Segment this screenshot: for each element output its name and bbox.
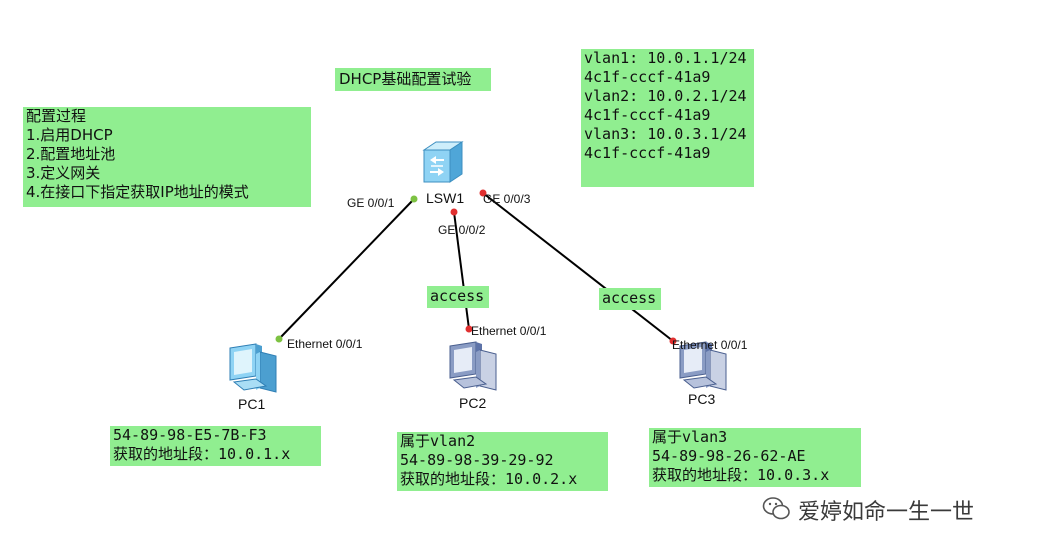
port-marker-pc1-eth	[275, 335, 283, 343]
pc3-icon[interactable]	[676, 340, 730, 392]
step-item: 4.在接口下指定获取IP地址的模式	[26, 183, 249, 201]
vlan-line: 4c1f-cccf-41a9	[584, 144, 711, 162]
step-item: 3.定义网关	[26, 164, 101, 182]
pc3-name: PC3	[688, 391, 716, 407]
link-mode-pc3: access	[599, 288, 661, 310]
vlan-line: vlan1: 10.0.1.1/24	[584, 49, 747, 67]
steps-heading: 配置过程	[26, 107, 87, 125]
link-lsw1-pc3	[482, 192, 674, 342]
pc3-port-label: Ethernet 0/0/1	[672, 338, 748, 352]
pc3-subnet: 获取的地址段：10.0.3.x	[652, 466, 830, 484]
pc1-icon[interactable]	[226, 342, 280, 394]
port-marker-pc2-eth	[465, 325, 473, 333]
switch-icon[interactable]	[422, 140, 464, 186]
port-marker-ge001	[410, 195, 418, 203]
pc3-note: 属于vlan3 54-89-98-26-62-AE 获取的地址段：10.0.3.…	[649, 428, 861, 487]
link-lsw1-pc2	[453, 211, 470, 330]
vlan-line: vlan3: 10.0.3.1/24	[584, 125, 747, 143]
title-text: DHCP基础配置试验	[339, 70, 472, 88]
switch-name: LSW1	[426, 190, 465, 206]
pc1-subnet: 获取的地址段：10.0.1.x	[113, 445, 291, 463]
step-item: 2.配置地址池	[26, 145, 116, 163]
port-label-ge002: GE 0/0/2	[438, 223, 486, 237]
vlan-line: 4c1f-cccf-41a9	[584, 68, 711, 86]
pc1-mac: 54-89-98-E5-7B-F3	[113, 426, 267, 444]
pc2-port-label: Ethernet 0/0/1	[471, 324, 547, 338]
vlan-line: vlan2: 10.0.2.1/24	[584, 87, 747, 105]
link-mode-text: access	[430, 287, 485, 305]
pc3-vlan: 属于vlan3	[652, 428, 728, 446]
pc2-note: 属于vlan2 54-89-98-39-29-92 获取的地址段：10.0.2.…	[397, 432, 608, 491]
steps-note: 配置过程 1.启用DHCP 2.配置地址池 3.定义网关 4.在接口下指定获取I…	[23, 107, 311, 207]
port-label-ge001: GE 0/0/1	[347, 196, 395, 210]
pc2-icon[interactable]	[446, 340, 500, 392]
pc2-name: PC2	[459, 395, 487, 411]
port-marker-ge003	[479, 189, 487, 197]
port-marker-pc3-eth	[669, 337, 677, 345]
vlan-info-note: vlan1: 10.0.1.1/24 4c1f-cccf-41a9 vlan2:…	[581, 49, 754, 187]
watermark-text: 爱婷如命一生一世	[798, 500, 975, 525]
pc1-note: 54-89-98-E5-7B-F3 获取的地址段：10.0.1.x	[110, 426, 321, 466]
pc1-name: PC1	[238, 396, 266, 412]
port-marker-ge002	[450, 208, 458, 216]
pc2-vlan: 属于vlan2	[400, 432, 476, 450]
pc1-port-label: Ethernet 0/0/1	[287, 337, 363, 351]
wechat-icon	[762, 496, 792, 522]
link-lsw1-pc1	[278, 198, 415, 340]
pc3-mac: 54-89-98-26-62-AE	[652, 447, 806, 465]
port-label-ge003: GE 0/0/3	[483, 192, 531, 206]
pc2-subnet: 获取的地址段：10.0.2.x	[400, 470, 578, 488]
step-item: 1.启用DHCP	[26, 126, 113, 144]
diagram-title: DHCP基础配置试验	[335, 68, 491, 91]
link-mode-pc2: access	[427, 286, 489, 308]
vlan-line: 4c1f-cccf-41a9	[584, 106, 711, 124]
link-mode-text: access	[602, 289, 657, 307]
pc2-mac: 54-89-98-39-29-92	[400, 451, 554, 469]
